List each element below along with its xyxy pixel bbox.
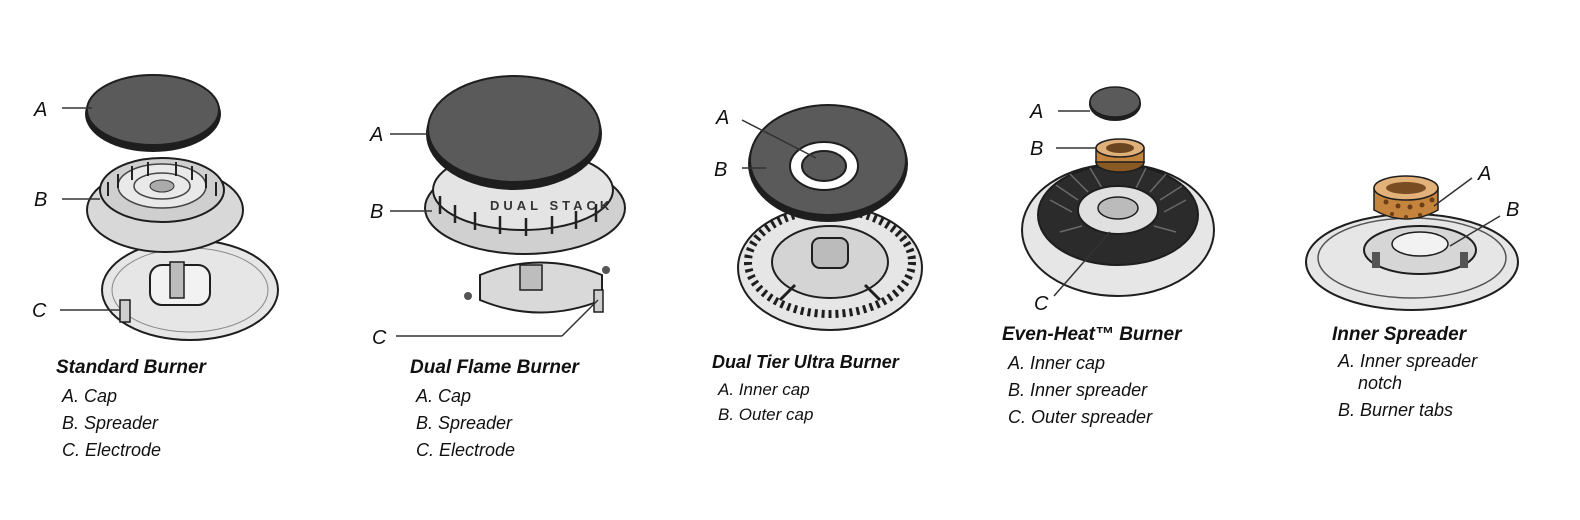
panel-title: Dual Tier Ultra Burner xyxy=(712,352,899,372)
list-item: C. Electrode xyxy=(416,440,516,460)
list-item: A. Inner cap xyxy=(1008,353,1106,373)
callout-b: B xyxy=(1030,138,1043,160)
panel-dual-flame-burner: DUAL STACK A B C Dual Flame Burner A. Ca… xyxy=(340,0,670,520)
list-item: A. Cap xyxy=(62,386,118,406)
embossed-label: DUAL STACK xyxy=(490,198,613,213)
callout-c: C xyxy=(372,327,387,349)
list-item: B. Spreader xyxy=(62,413,159,433)
panel-standard-burner: A B C Standard Burner A. Cap B. Spreader… xyxy=(0,0,300,520)
panel-title: Inner Spreader xyxy=(1332,324,1467,345)
even-heat-burner-caption: Even-Heat™ Burner A. Inner cap B. Inner … xyxy=(1002,324,1182,431)
electrode-pin xyxy=(593,289,604,313)
callout-c: C xyxy=(32,300,47,322)
inner-spreader-caption: Inner Spreader A. Inner spreader notch B… xyxy=(1332,324,1477,424)
list-item: C. Outer spreader xyxy=(1008,407,1153,427)
dual-flame-burner-caption: Dual Flame Burner A. Cap B. Spreader C. … xyxy=(410,357,579,464)
inner-spreader-diagram: A B xyxy=(1305,163,1519,311)
standard-burner-diagram: A B C xyxy=(32,74,279,341)
list-item: B. Outer cap xyxy=(718,405,814,424)
list-item-continuation: notch xyxy=(1358,373,1403,393)
callout-a: A xyxy=(1477,163,1491,185)
callout-b: B xyxy=(714,159,727,181)
list-item: C. Electrode xyxy=(62,440,162,460)
panel-title: Standard Burner xyxy=(56,357,206,378)
list-item: B. Inner spreader xyxy=(1008,380,1148,400)
inner-cap xyxy=(801,150,847,182)
callout-b: B xyxy=(1506,199,1519,221)
panel-title: Even-Heat™ Burner xyxy=(1002,324,1182,345)
callout-a: A xyxy=(715,107,729,129)
panel-title: Dual Flame Burner xyxy=(410,357,579,378)
dual-tier-burner-diagram: A B xyxy=(714,104,923,331)
standard-burner-caption: Standard Burner A. Cap B. Spreader C. El… xyxy=(56,357,206,464)
list-item: A. Cap xyxy=(416,386,472,406)
callout-b: B xyxy=(34,189,47,211)
list-item: B. Spreader xyxy=(416,413,513,433)
callout-b: B xyxy=(370,201,383,223)
callout-a: A xyxy=(1029,101,1043,123)
list-item: A. Inner cap xyxy=(718,380,810,399)
panel-even-heat-burner: A B C Even-Heat™ Burner A. Inner cap B. … xyxy=(990,0,1250,520)
dual-tier-burner-caption: Dual Tier Ultra Burner A. Inner cap B. O… xyxy=(712,352,899,427)
callout-a: A xyxy=(33,99,47,121)
callout-a: A xyxy=(369,124,383,146)
dual-flame-burner-diagram: DUAL STACK A B C xyxy=(369,75,626,349)
list-item: B. Burner tabs xyxy=(1338,400,1454,420)
panel-dual-tier-ultra-burner: A B Dual Tier Ultra Burner A. Inner cap … xyxy=(700,0,960,520)
callout-c: C xyxy=(1034,293,1049,315)
list-item: A. Inner spreader xyxy=(1338,351,1478,371)
electrode-pin xyxy=(119,299,131,323)
even-heat-burner-diagram: A B C xyxy=(1021,86,1215,315)
panel-inner-spreader: A B Inner Spreader A. Inner spreader not… xyxy=(1290,0,1570,520)
